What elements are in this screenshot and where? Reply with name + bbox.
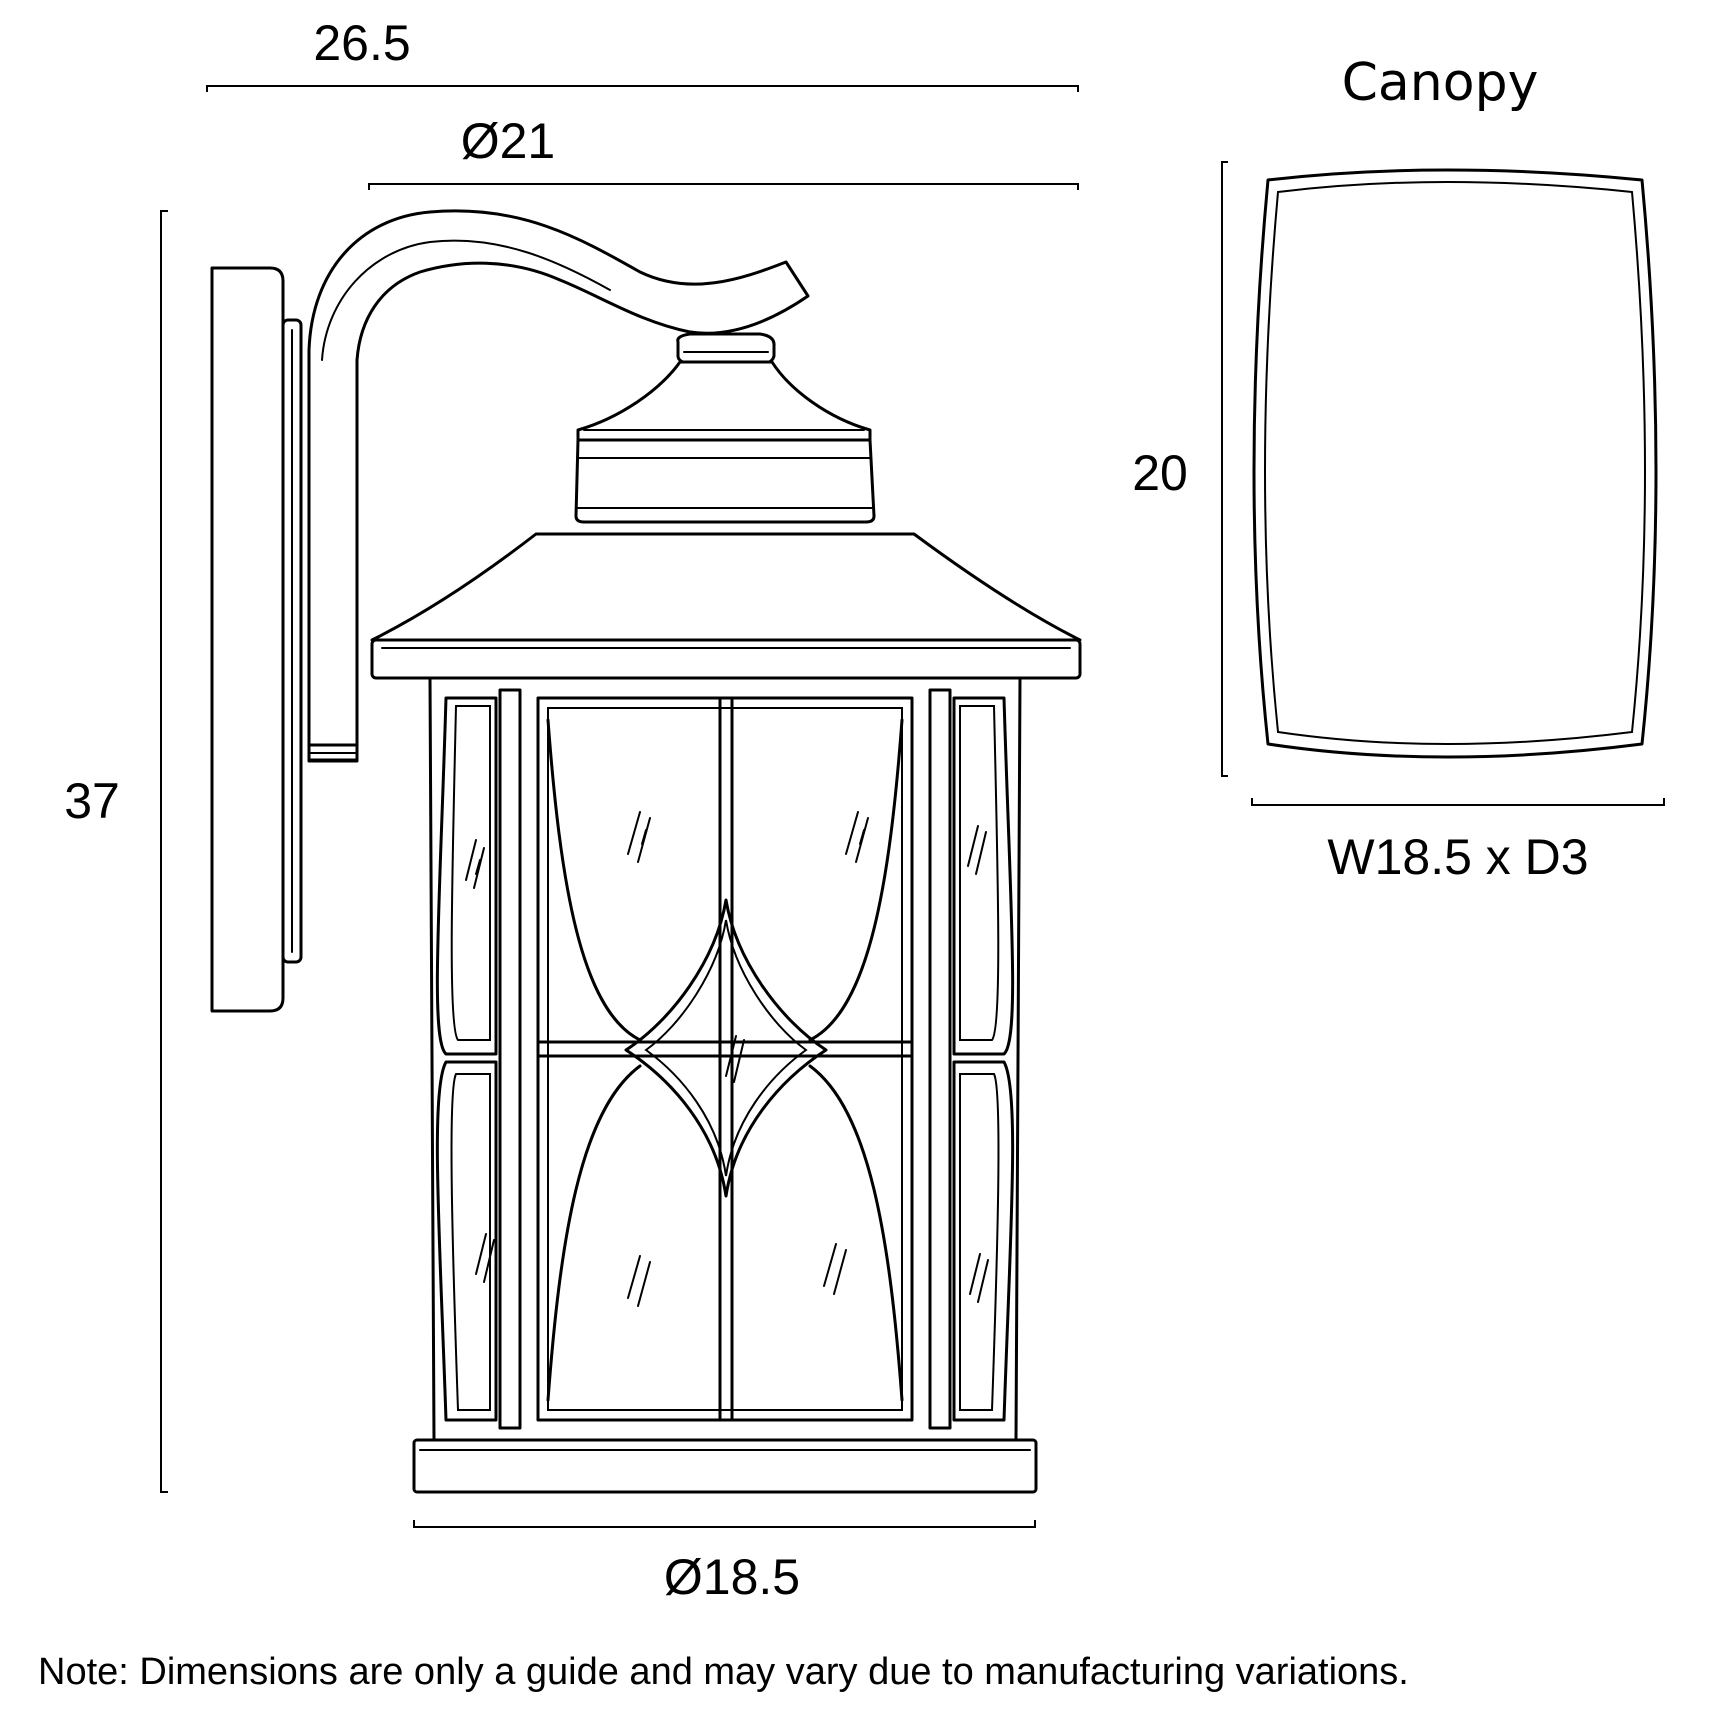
dim-line-overall-height <box>160 210 168 1493</box>
canopy-outline-outer <box>1252 168 1658 759</box>
glass-reflections <box>465 811 989 1307</box>
canopy-title: Canopy <box>1342 53 1539 113</box>
dim-line-canopy-size <box>1251 798 1665 806</box>
dim-line-base-diameter <box>413 1520 1036 1528</box>
canopy-view: Canopy 20 W18.5 x D3 <box>1132 53 1665 885</box>
dim-line-shade-diameter <box>368 183 1079 190</box>
dim-overall-height: 37 <box>64 210 168 1493</box>
lantern-body <box>412 676 1038 1494</box>
lantern-roof <box>370 332 1082 680</box>
dim-line-overall-depth <box>206 85 1079 92</box>
dim-base-diameter: Ø18.5 <box>413 1520 1036 1605</box>
arm-bracket <box>307 209 810 763</box>
dim-line-canopy-height <box>1221 161 1228 777</box>
footnote: Note: Dimensions are only a guide and ma… <box>38 1651 1409 1693</box>
dim-overall-depth: 26.5 <box>206 15 1079 92</box>
wall-plate <box>210 266 303 1013</box>
label-canopy-height: 20 <box>1132 445 1188 501</box>
label-base-diameter: Ø18.5 <box>664 1549 800 1605</box>
label-canopy-size: W18.5 x D3 <box>1327 829 1588 885</box>
dim-shade-diameter: Ø21 <box>368 113 1079 190</box>
canopy-outline-inner <box>1264 181 1646 745</box>
label-overall-height: 37 <box>64 773 120 829</box>
label-overall-depth: 26.5 <box>313 15 410 71</box>
label-shade-diameter: Ø21 <box>461 113 556 169</box>
